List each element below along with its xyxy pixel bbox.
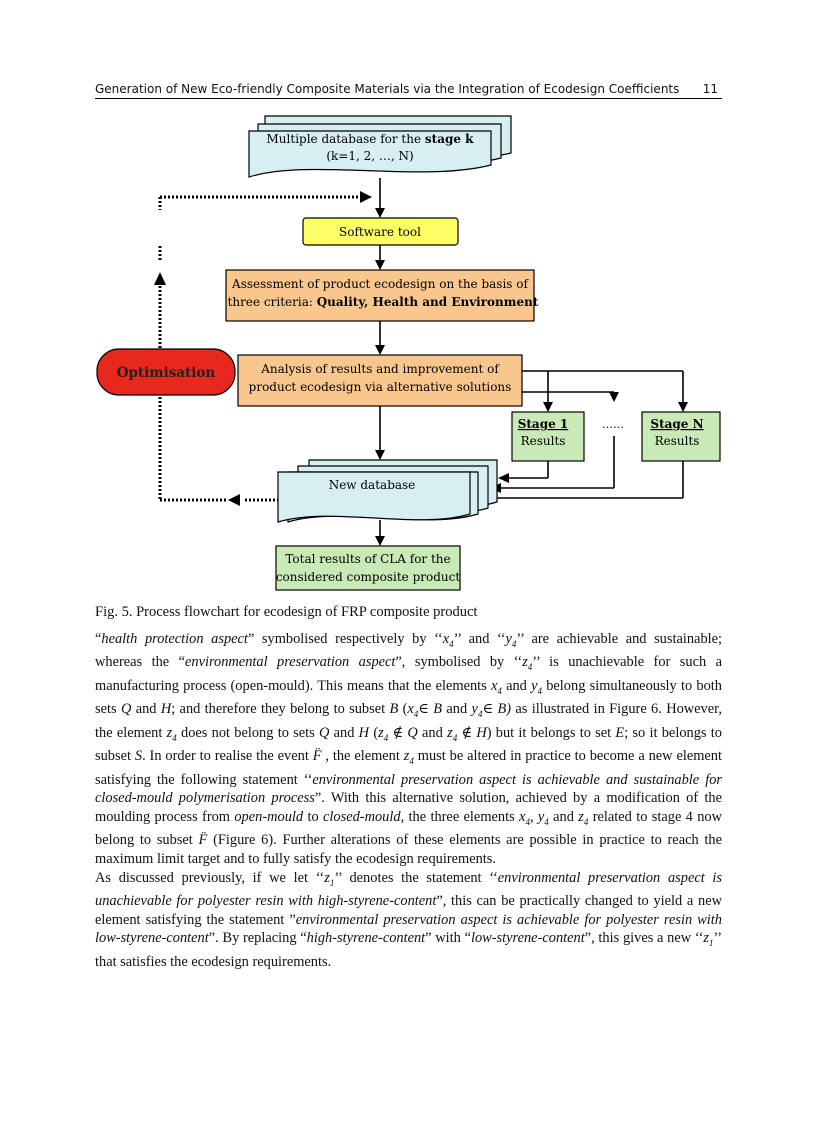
analysis-box (237, 354, 523, 407)
return-arrow-1 (498, 473, 509, 483)
software-tool-label: Software tool (339, 225, 421, 239)
stageN-results-box (641, 411, 721, 462)
total-results-box (275, 545, 461, 591)
loop-right-arrow (360, 191, 372, 203)
new-database-shape (277, 459, 498, 523)
body-text: “health protection aspect” symbolised re… (95, 630, 722, 971)
optimisation-up-arrow (154, 272, 166, 285)
process-flowchart: Multiple database for the stage k (k=1, … (96, 115, 721, 591)
arrow-to-stage1 (543, 402, 553, 412)
optimisation-label: Optimisation (117, 365, 216, 381)
stageN-subtitle: Results (655, 434, 700, 448)
body-paragraph: “health protection aspect” symbolised re… (95, 631, 723, 868)
stage1-results-box (511, 411, 585, 462)
assessment-line2: three criteria: Quality, Health and Envi… (228, 295, 539, 309)
arrow-to-middle (609, 392, 619, 402)
optimisation-node (96, 348, 236, 396)
stageN-title: Stage N (650, 417, 703, 431)
assessment-box (225, 269, 535, 322)
stage1-title: Stage 1 (518, 417, 569, 431)
return-connectors (492, 436, 684, 499)
analysis-line2: product ecodesign via alternative soluti… (249, 380, 512, 394)
stage-connectors (522, 370, 684, 408)
analysis-line1: Analysis of results and improvement of (260, 362, 500, 376)
total-results-line1: Total results of CLA for the (285, 552, 450, 566)
new-database-label: New database (329, 478, 416, 492)
database-range-label: (k=1, 2, …, N) (326, 149, 413, 163)
stage1-subtitle: Results (521, 434, 566, 448)
database-label: Multiple database for the stage k (267, 132, 475, 146)
header-rule (95, 98, 722, 99)
body-paragraph: As discussed previously, if we let ‘‘z1’… (95, 869, 723, 970)
optimisation-loop-connector (158, 195, 362, 502)
total-results-line2: considered composite product (276, 570, 461, 584)
multiple-database-shape (248, 115, 512, 178)
running-header-title: Generation of New Eco-friendly Composite… (95, 82, 680, 96)
assessment-line1: Assessment of product ecodesign on the b… (231, 277, 529, 291)
stage-ellipsis: …… (602, 418, 624, 431)
new-database-left-arrow (228, 494, 240, 506)
arrow-to-stageN (678, 402, 688, 412)
page-number: 11 (702, 82, 718, 96)
figure-caption: Fig. 5. Process flowchart for ecodesign … (95, 604, 478, 620)
running-header: Generation of New Eco-friendly Composite… (95, 80, 722, 97)
